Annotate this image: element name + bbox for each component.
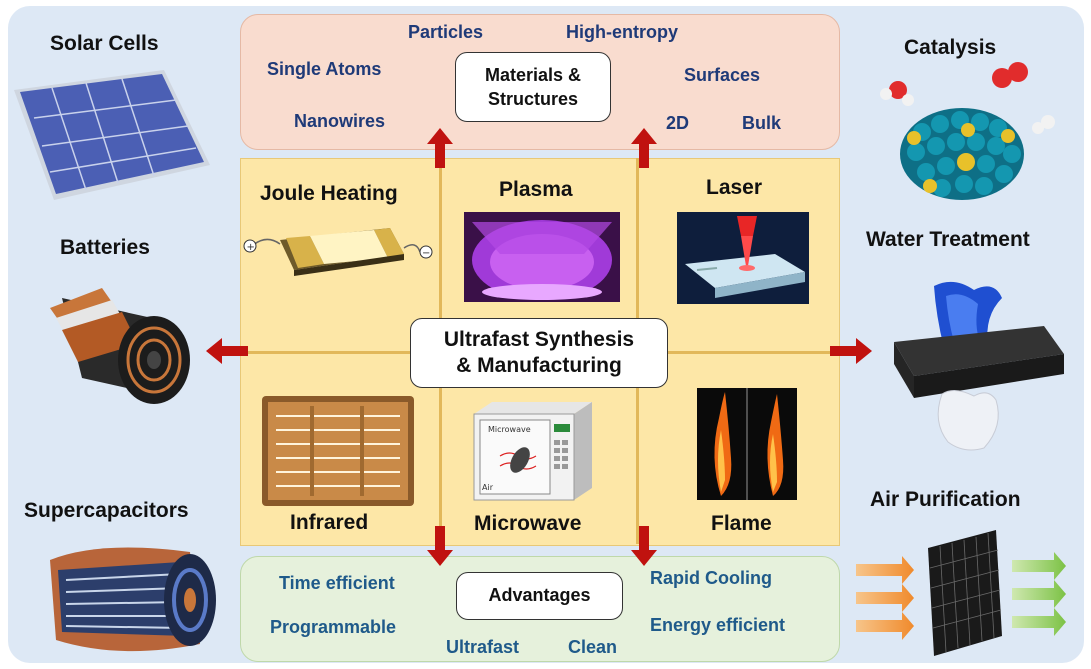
arrow-right [830,338,872,364]
label-catalysis: Catalysis [904,36,997,59]
method-flame: Flame [711,512,772,535]
joule-plus-sign: + [247,242,255,253]
label-supercapacitors: Supercapacitors [24,499,189,522]
arrow-up-left [427,128,453,168]
microwave-inner-label: Microwave [488,425,531,434]
materials-structures-box: Materials & Structures [455,52,611,122]
flame-image [697,388,797,500]
advantage-energy-efficient: Energy efficient [650,615,786,635]
advantage-programmable: Programmable [270,617,397,637]
arrow-up-right [631,128,657,168]
laser-image [677,212,809,304]
advantage-rapid-cooling: Rapid Cooling [650,568,772,588]
arrow-down-right [631,526,657,566]
material-nanowires: Nanowires [294,111,386,131]
method-microwave: Microwave [474,512,582,535]
joule-heating-image: + − [240,218,436,288]
advantages-title: Advantages [488,585,591,605]
catalyst-cluster-image [870,62,1070,202]
material-high-entropy: High-entropy [566,22,678,42]
microwave-image: Microwave Air [470,400,596,504]
method-joule-heating: Joule Heating [260,182,398,205]
label-water-treatment: Water Treatment [866,228,1030,251]
material-2d: 2D [666,113,690,133]
water-treatment-image [884,276,1074,456]
advantage-ultrafast: Ultrafast [446,637,520,657]
plasma-image [464,212,620,302]
battery-image [42,278,192,408]
method-plasma: Plasma [499,178,573,201]
center-box: Ultrafast Synthesis & Manufacturing [410,318,668,388]
label-air-purification: Air Purification [870,488,1021,511]
label-batteries: Batteries [60,236,150,259]
air-filter-image [852,528,1082,658]
method-infrared: Infrared [290,511,369,534]
infrared-image [262,396,414,506]
method-laser: Laser [706,176,763,199]
material-surfaces: Surfaces [684,65,761,85]
supercapacitor-image [40,540,220,660]
material-particles: Particles [408,22,484,42]
material-single-atoms: Single Atoms [267,59,382,79]
advantages-box: Advantages [456,572,623,620]
advantage-clean: Clean [568,637,618,657]
label-solar-cells: Solar Cells [50,32,159,55]
materials-title-line2: Structures [487,89,579,109]
material-bulk: Bulk [742,113,782,133]
solar-panel-image [14,70,210,200]
center-line2: & Manufacturing [456,354,622,377]
arrow-left [206,338,248,364]
advantage-time-efficient: Time efficient [279,573,395,593]
center-line1: Ultrafast Synthesis [443,328,635,351]
joule-minus-sign: − [422,248,430,259]
materials-title-line1: Materials & [484,65,582,85]
arrow-down-left [427,526,453,566]
air-inner-label: Air [482,483,494,492]
